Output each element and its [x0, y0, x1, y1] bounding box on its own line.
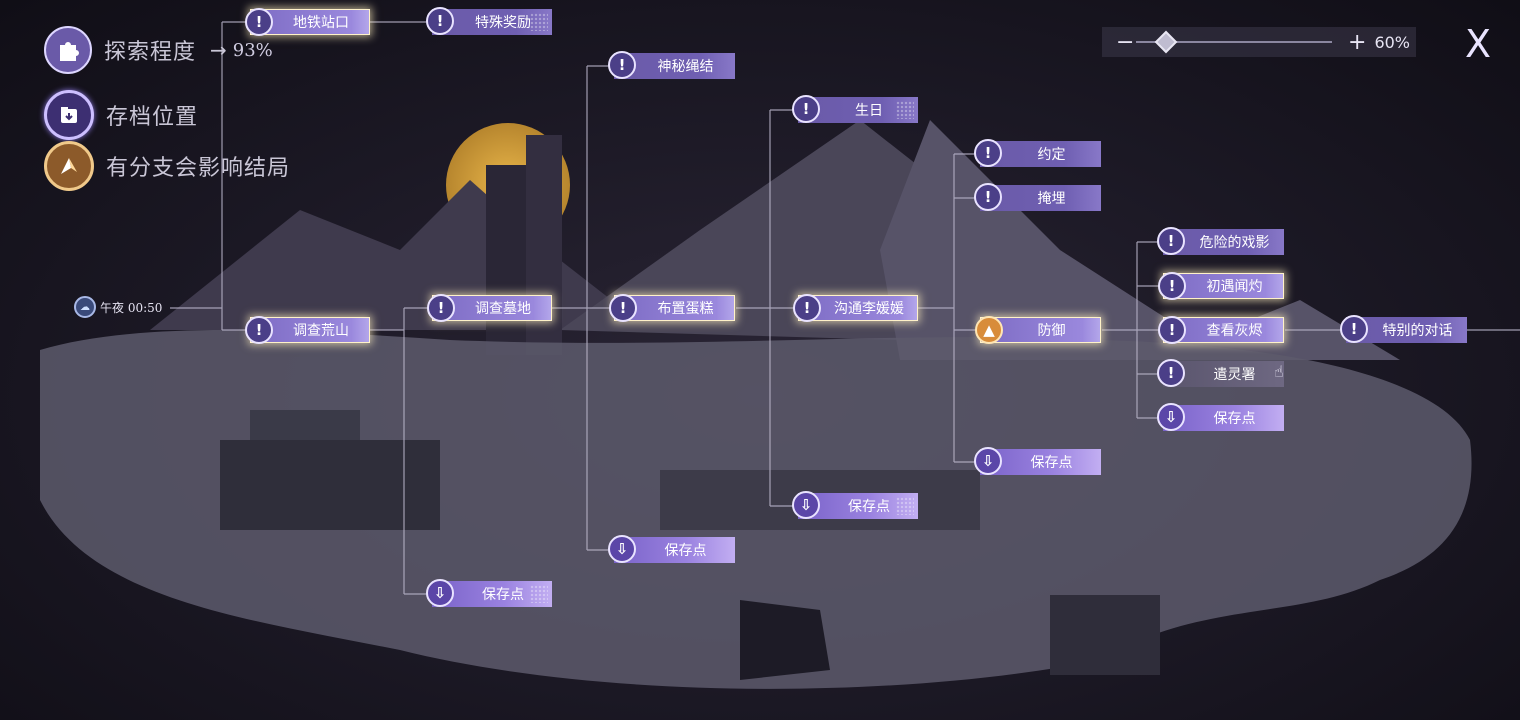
exclaim-icon: ! [245, 316, 273, 344]
legend-save: 存档位置 [44, 90, 198, 140]
node-bury[interactable]: ! 掩埋 [974, 183, 1101, 211]
station [220, 440, 440, 530]
time-text: 午夜 00:50 [100, 300, 163, 315]
save-icon: ⇩ [608, 535, 636, 563]
node-first-meet[interactable]: ! 初遇闻灼 [1158, 272, 1284, 300]
exclaim-icon: ! [1158, 316, 1186, 344]
zoom-control: − + 60% [1102, 27, 1416, 57]
branch-label: 有分支会影响结局 [106, 156, 291, 181]
save-icon [44, 90, 94, 140]
exclaim-icon: ! [974, 183, 1002, 211]
save-icon: ⇩ [792, 491, 820, 519]
exclaim-icon: ! [609, 294, 637, 322]
save-icon: ⇩ [1157, 403, 1185, 431]
dots-decoration [530, 13, 548, 31]
station-sign [250, 410, 360, 440]
exclaim-icon: ! [974, 139, 1002, 167]
node-mysterious-knot[interactable]: ! 神秘绳结 [608, 51, 735, 79]
node-save-5[interactable]: ⇩ 保存点 [1157, 403, 1284, 431]
zoom-slider[interactable] [1136, 30, 1332, 54]
exclaim-icon: ! [426, 7, 454, 35]
zoom-slider-thumb[interactable] [1154, 30, 1178, 54]
dots-decoration [530, 585, 548, 603]
exclaim-icon: ! [793, 294, 821, 322]
zoom-in-button[interactable]: + [1348, 29, 1367, 55]
puzzle-icon [44, 26, 92, 74]
legend-branch: 有分支会影响结局 [44, 141, 290, 191]
node-save-2[interactable]: ⇩ 保存点 [608, 535, 735, 563]
node-save-4[interactable]: ⇩ 保存点 [974, 447, 1101, 475]
pointer-hand-icon: ☝ [1274, 362, 1284, 381]
exclaim-icon: ! [608, 51, 636, 79]
node-talk-li[interactable]: ! 沟通李媛媛 [793, 294, 918, 322]
node-spirit-bureau[interactable]: ! 遣灵署 [1157, 359, 1284, 387]
node-dangerous-play[interactable]: ! 危险的戏影 [1157, 227, 1284, 255]
node-birthday[interactable]: ! 生日 [792, 95, 918, 123]
gate [1050, 595, 1160, 675]
exclaim-icon: ! [792, 95, 820, 123]
node-defend[interactable]: ▲ 防御 [975, 316, 1101, 344]
close-button[interactable]: X [1464, 22, 1492, 66]
mountain-right [880, 120, 1400, 360]
node-investigate-graveyard[interactable]: ! 调查墓地 [427, 294, 552, 322]
cat [740, 600, 830, 680]
save-label: 存档位置 [106, 105, 199, 130]
exclaim-icon: ! [245, 8, 273, 36]
dots-decoration [896, 101, 914, 119]
node-arrange-cake[interactable]: ! 布置蛋糕 [609, 294, 735, 322]
branch-icon [44, 141, 94, 191]
legend-progress: 探索程度 → 93% [44, 26, 273, 74]
node-investigate-hill[interactable]: ! 调查荒山 [245, 316, 370, 344]
zoom-out-button[interactable]: − [1116, 29, 1135, 55]
node-special-reward[interactable]: ! 特殊奖励 [426, 7, 552, 35]
exclaim-icon: ! [1158, 272, 1186, 300]
progress-value: 93% [232, 39, 273, 61]
tower [486, 165, 526, 355]
progress-label: 探索程度 [104, 40, 197, 65]
node-subway-entrance[interactable]: ! 地铁站口 [245, 8, 370, 36]
node-special-dialogue[interactable]: ! 特别的对话 [1340, 315, 1467, 343]
node-save-3[interactable]: ⇩ 保存点 [792, 491, 918, 519]
exclaim-icon: ! [1340, 315, 1368, 343]
node-promise[interactable]: ! 约定 [974, 139, 1101, 167]
branch-icon: ▲ [975, 316, 1003, 344]
exclaim-icon: ! [1157, 227, 1185, 255]
zoom-value: 60% [1374, 32, 1410, 52]
arrow-icon: → [210, 38, 227, 62]
dots-decoration [896, 497, 914, 515]
save-icon: ⇩ [974, 447, 1002, 475]
node-save-1[interactable]: ⇩ 保存点 [426, 579, 552, 607]
rain-cloud-icon: ☁ [74, 296, 96, 318]
time-indicator: ☁ 午夜 00:50 [74, 296, 162, 318]
exclaim-icon: ! [427, 294, 455, 322]
save-icon: ⇩ [426, 579, 454, 607]
node-check-ashes[interactable]: ! 查看灰烬 [1158, 316, 1284, 344]
exclaim-icon: ! [1157, 359, 1185, 387]
